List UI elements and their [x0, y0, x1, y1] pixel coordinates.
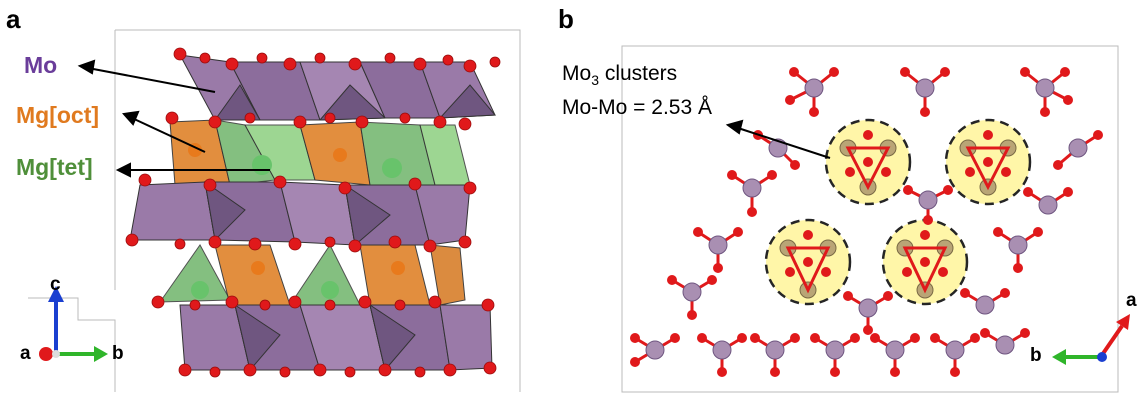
- legend-mo: Mo: [24, 52, 57, 79]
- mo-layer-bottom: [179, 303, 493, 372]
- mg-layer-1: [169, 119, 471, 186]
- axis-a-a: a: [20, 343, 31, 364]
- legend-mo-text: Mo: [24, 52, 58, 78]
- axes-a: [39, 286, 108, 362]
- cluster-annotation-line2: Mo-Mo = 2.53 Å: [562, 96, 712, 120]
- mo-layer-middle: [129, 180, 471, 246]
- annotation-clusters: clusters: [598, 62, 678, 85]
- cluster-arrow: [725, 119, 831, 159]
- axis-a-b: b: [112, 343, 124, 364]
- cluster-mo-atoms: [779, 139, 1017, 299]
- cluster-annotation: Mo3 clusters Mo-Mo = 2.53 Å: [562, 60, 712, 121]
- panel-b-label: b: [558, 4, 574, 34]
- legend-mg-oct: Mg[oct]: [16, 102, 99, 129]
- legend-mg-oct-text: Mg[oct]: [16, 102, 100, 128]
- legend-mg-tet-text: Mg[tet]: [16, 154, 93, 180]
- mg-layer-2: [159, 244, 466, 306]
- mo-atoms-b: [645, 78, 1088, 360]
- legend-arrows: [77, 59, 270, 178]
- oxygen-atoms-b: [630, 67, 1103, 377]
- axis-a-c: c: [50, 274, 61, 295]
- axes-b: [1052, 314, 1130, 365]
- annotation-subscript: 3: [591, 72, 599, 89]
- cluster-bonds: [785, 146, 1011, 294]
- mo-layer-top: [179, 54, 497, 121]
- annotation-mo: Mo: [562, 62, 592, 85]
- cluster-annotation-line1: Mo3 clusters: [562, 60, 712, 94]
- cluster-oxygen: [785, 130, 1011, 277]
- oxygen-atoms-a: [125, 47, 501, 378]
- panel-a-label: a: [6, 4, 21, 34]
- legend-mg-tet: Mg[tet]: [16, 154, 93, 181]
- axis-b-b: b: [1030, 345, 1042, 366]
- axis-b-a: a: [1126, 290, 1137, 311]
- panel-a-structure: [39, 47, 501, 378]
- panel-b-structure: [630, 67, 1130, 377]
